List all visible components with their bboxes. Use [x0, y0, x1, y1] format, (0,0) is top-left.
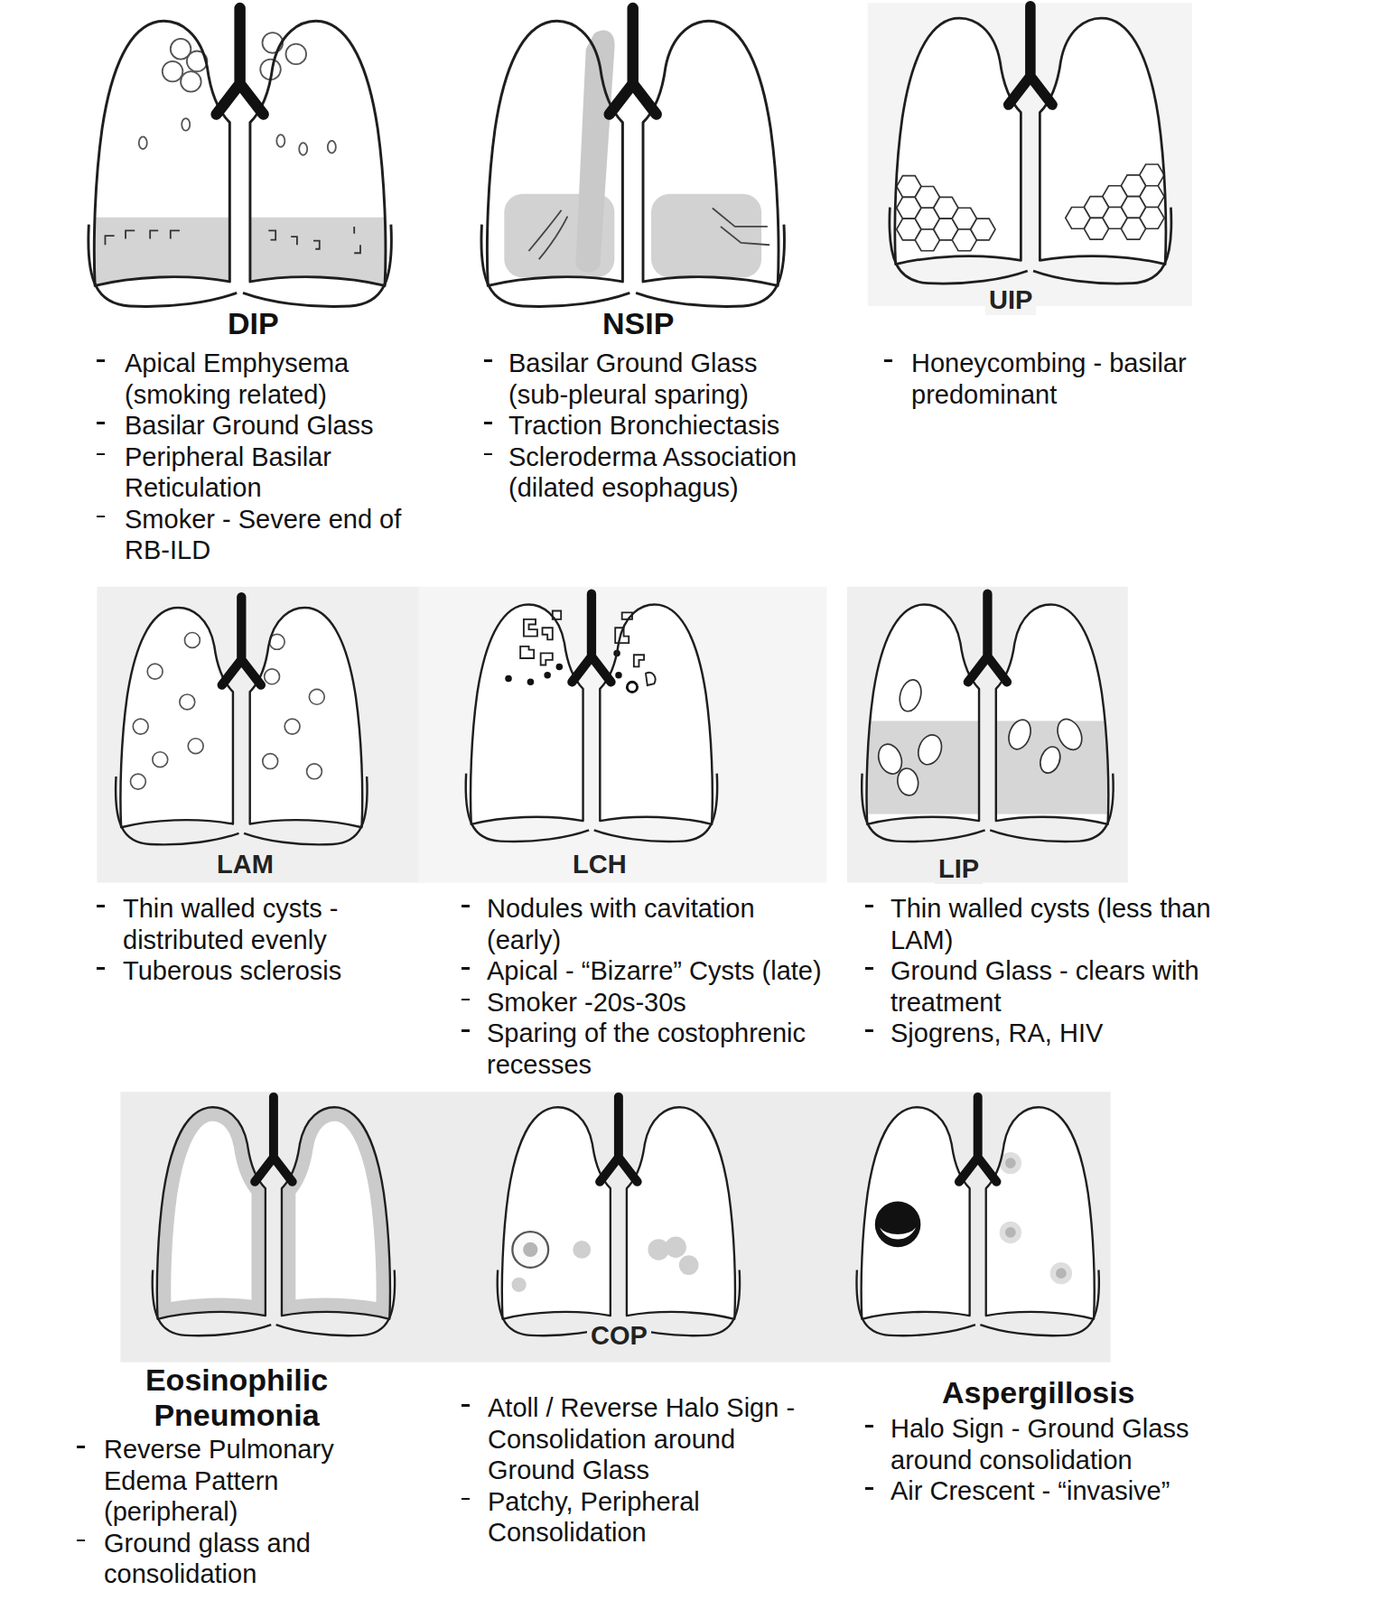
bullet-dash: [484, 359, 493, 363]
bullet-text: Atoll / Reverse Halo Sign - Consolidatio…: [487, 1392, 813, 1487]
bullet-text: Halo Sign - Ground Glass around consolid…: [890, 1413, 1212, 1476]
lch-lungs: [466, 594, 718, 842]
bullet-dash: [865, 904, 874, 908]
bullet-text: Traction Bronchiectasis: [508, 410, 816, 442]
bullet-dash: [461, 1029, 470, 1033]
nsip-lungs: [481, 8, 785, 307]
bullet-dash: [461, 967, 470, 970]
bullet-text: Scleroderma Association (dilated esophag…: [508, 441, 816, 504]
panel-heading: UIP: [985, 285, 1036, 316]
bullet-text: Sparing of the costophrenic recesses: [486, 1017, 853, 1081]
bullet-text: Sjogrens, RA, HIV: [890, 1017, 1234, 1050]
bullet-dash: [484, 421, 493, 425]
lam-lungs: [115, 596, 368, 845]
cop-lungs: [497, 1097, 740, 1336]
bullet-dash: [865, 967, 874, 970]
bullet-text: Ground glass and consolidation: [103, 1528, 357, 1591]
bullet-dash: [461, 904, 470, 908]
aspergillosis-lungs: [856, 1097, 1099, 1336]
bullet-dash: [461, 1404, 470, 1408]
bullet-dash: [96, 967, 105, 970]
bullet-text: Ground Glass - clears with treatment: [890, 955, 1234, 1018]
bullet-dash: [484, 453, 493, 457]
dip-lungs: [86, 8, 393, 309]
bullet-dash: [76, 1445, 85, 1449]
panel-heading: Aspergillosis: [938, 1375, 1139, 1411]
bullet-text: Thin walled cysts - distributed evenly: [122, 893, 394, 956]
bullet-dash: [884, 359, 893, 363]
bullet-text: Peripheral Basilar Reticulation: [124, 441, 423, 504]
bullet-text: Apical Emphysema (smoking related): [124, 347, 423, 411]
bullet-dash: [96, 904, 105, 908]
panel-heading: LCH: [568, 849, 631, 880]
bullet-text: Nodules with cavitation (early): [486, 893, 785, 956]
bullet-text: Patchy, Peripheral Consolidation: [487, 1486, 813, 1549]
bullet-dash: [461, 998, 470, 1002]
eosinophilic-lungs: [152, 1097, 395, 1336]
bullet-text: Smoker - Severe end of RB-ILD: [124, 503, 423, 567]
bullet-text: Smoker -20s-30s: [486, 987, 853, 1019]
bullet-dash: [96, 359, 105, 363]
bullet-dash: [461, 1498, 470, 1502]
bullet-dash: [76, 1539, 85, 1543]
panel-heading: Eosinophilic Pneumonia: [115, 1362, 358, 1434]
panel-heading: COP: [587, 1321, 652, 1352]
bullet-dash: [865, 1487, 874, 1491]
bullet-text: Thin walled cysts (less than LAM): [890, 893, 1234, 956]
bullet-dash: [865, 1029, 874, 1033]
bullet-dash: [96, 515, 105, 519]
bullet-dash: [865, 1425, 874, 1428]
bullet-text: Basilar Ground Glass: [124, 410, 423, 442]
bullet-text: Tuberous sclerosis: [122, 955, 394, 988]
bullet-dash: [96, 421, 105, 425]
uip-lungs: [889, 6, 1172, 284]
bullet-text: Reverse Pulmonary Edema Pattern (periphe…: [103, 1434, 357, 1529]
bullet-text: Air Crescent - “invasive”: [890, 1475, 1212, 1508]
lip-lungs: [860, 594, 1115, 842]
panel-heading: NSIP: [598, 306, 678, 342]
panel-heading: LIP: [934, 854, 983, 885]
bullet-text: Basilar Ground Glass (sub-pleural sparin…: [508, 347, 816, 411]
bullet-dash: [96, 453, 105, 457]
bullet-text: Honeycombing - basilar predominant: [911, 347, 1201, 411]
panel-heading: DIP: [223, 306, 283, 342]
panel-heading: LAM: [213, 849, 278, 880]
bullet-text: Apical - “Bizarre” Cysts (late): [486, 955, 853, 988]
